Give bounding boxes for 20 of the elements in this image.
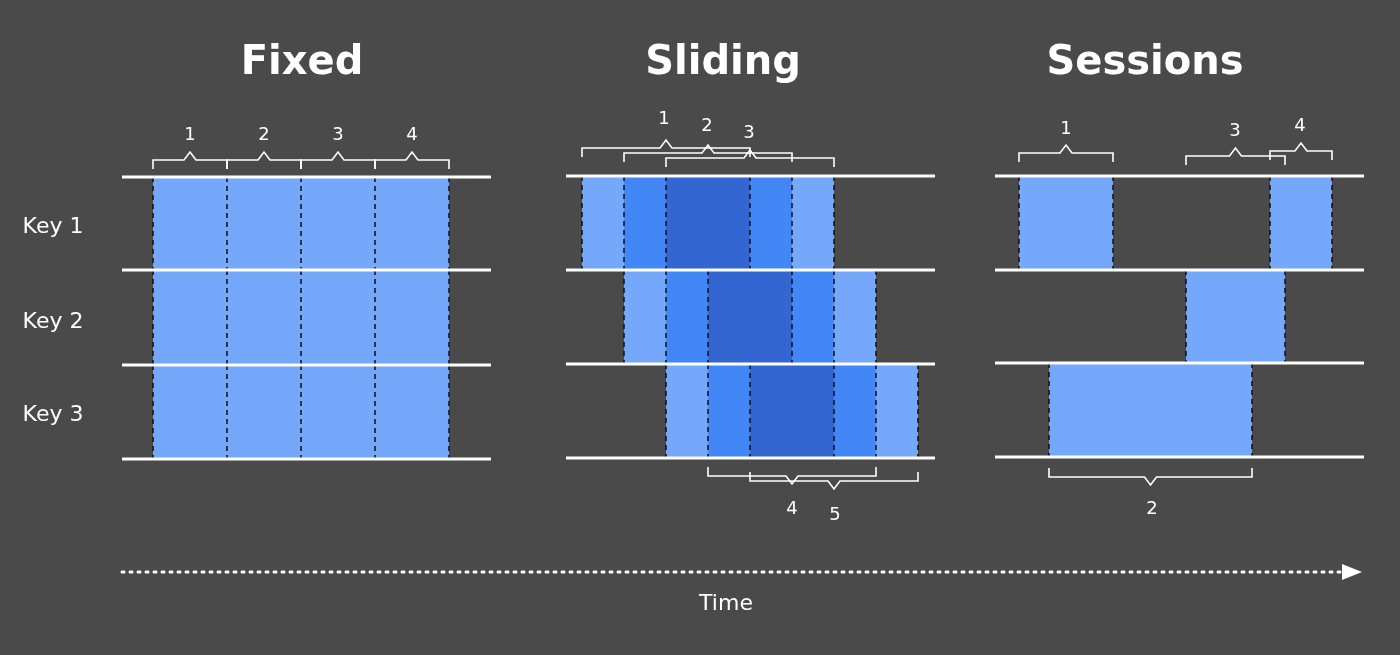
window-number: 1 <box>184 122 196 144</box>
window-number: 1 <box>1060 116 1072 138</box>
window-number: 3 <box>332 122 344 144</box>
window-number: 3 <box>743 120 755 142</box>
window-number: 4 <box>786 496 798 518</box>
key-label: Key 2 <box>22 307 84 333</box>
window-number: 2 <box>258 122 270 144</box>
key-label: Key 3 <box>22 400 84 426</box>
panel-heading: Fixed <box>240 37 364 83</box>
window-number: 1 <box>658 106 670 128</box>
window-number: 5 <box>829 502 841 524</box>
window-number: 4 <box>406 122 418 144</box>
key-label: Key 1 <box>22 212 84 238</box>
panel-heading: Sliding <box>645 37 801 83</box>
window-number: 2 <box>701 113 713 135</box>
window-number: 4 <box>1294 113 1306 135</box>
axis-label: Time <box>699 589 753 615</box>
window-number: 3 <box>1229 118 1241 140</box>
panel-heading: Sessions <box>1046 37 1244 83</box>
window-number: 2 <box>1146 496 1158 518</box>
